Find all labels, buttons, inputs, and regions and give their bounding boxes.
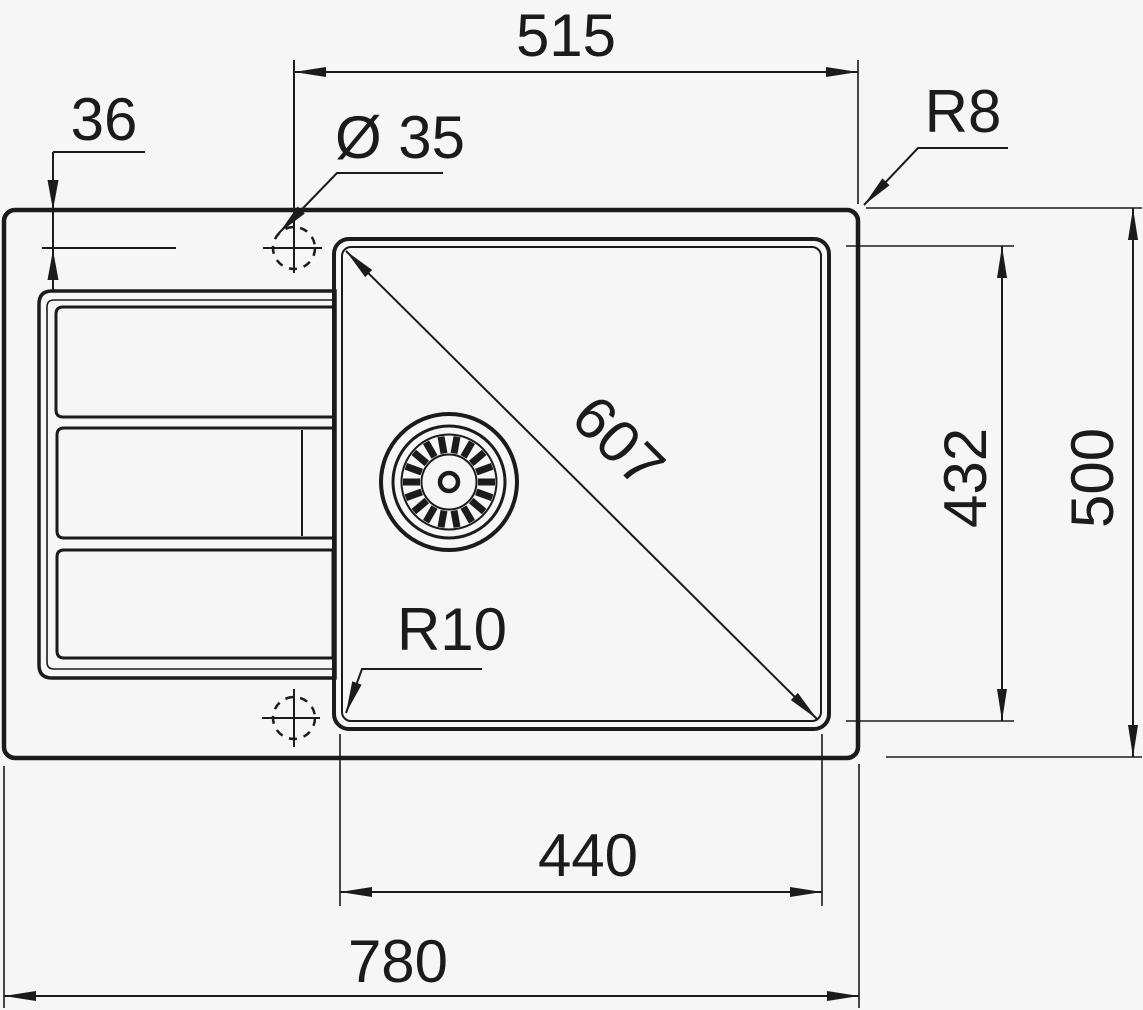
drainboard-rim (46, 299, 335, 670)
tap-hole-top (42, 60, 322, 273)
drainboard-rib-middle (55, 426, 336, 540)
dim-outer-corner-radius: R8 (863, 78, 1008, 206)
leader-line (345, 668, 482, 714)
dim-label: Ø 35 (335, 104, 465, 171)
leader-line (863, 147, 1008, 206)
dim-label: 780 (348, 928, 448, 995)
dim-label: 440 (538, 822, 638, 889)
drainboard-outline (37, 289, 337, 680)
dim-label: 515 (516, 2, 616, 69)
drain-spoke-ring-inner (420, 453, 478, 511)
leader-line (278, 172, 443, 234)
drain-strainer (379, 412, 519, 552)
dim-label: 500 (1059, 428, 1126, 528)
dim-label: R8 (925, 78, 1002, 145)
dim-top-width: 515 (294, 2, 859, 204)
bowl-outline (332, 237, 831, 731)
dim-overall-depth: 500 (866, 207, 1142, 758)
drainboard (37, 289, 337, 680)
dim-overall-width: 780 (3, 764, 860, 1008)
drain-center-hole (437, 470, 461, 494)
arrowhead (47, 180, 59, 210)
sink-outer-edge (1, 207, 861, 761)
arrowhead (47, 250, 59, 280)
dim-label: 432 (932, 428, 999, 528)
dim-bowl-depth: 432 (846, 245, 1014, 722)
dim-tap-offset: 36 (47, 86, 145, 290)
drain-spokes (403, 436, 495, 528)
dim-bowl-width: 440 (339, 734, 823, 906)
dim-label: 607 (559, 382, 677, 500)
tap-hole-bottom (262, 689, 320, 747)
dim-label: R10 (397, 596, 507, 663)
dim-tap-diameter: Ø 35 (278, 104, 465, 234)
dim-bowl-corner-radius: R10 (345, 596, 507, 714)
bowl-inner-edge (341, 246, 822, 722)
dim-label: 36 (71, 86, 138, 153)
drainboard-rib-top (54, 305, 336, 419)
dim-line (345, 250, 818, 720)
drainboard-rib-bottom (55, 548, 335, 660)
bowl-outer-edge (332, 237, 831, 731)
sink-outline (1, 207, 861, 761)
